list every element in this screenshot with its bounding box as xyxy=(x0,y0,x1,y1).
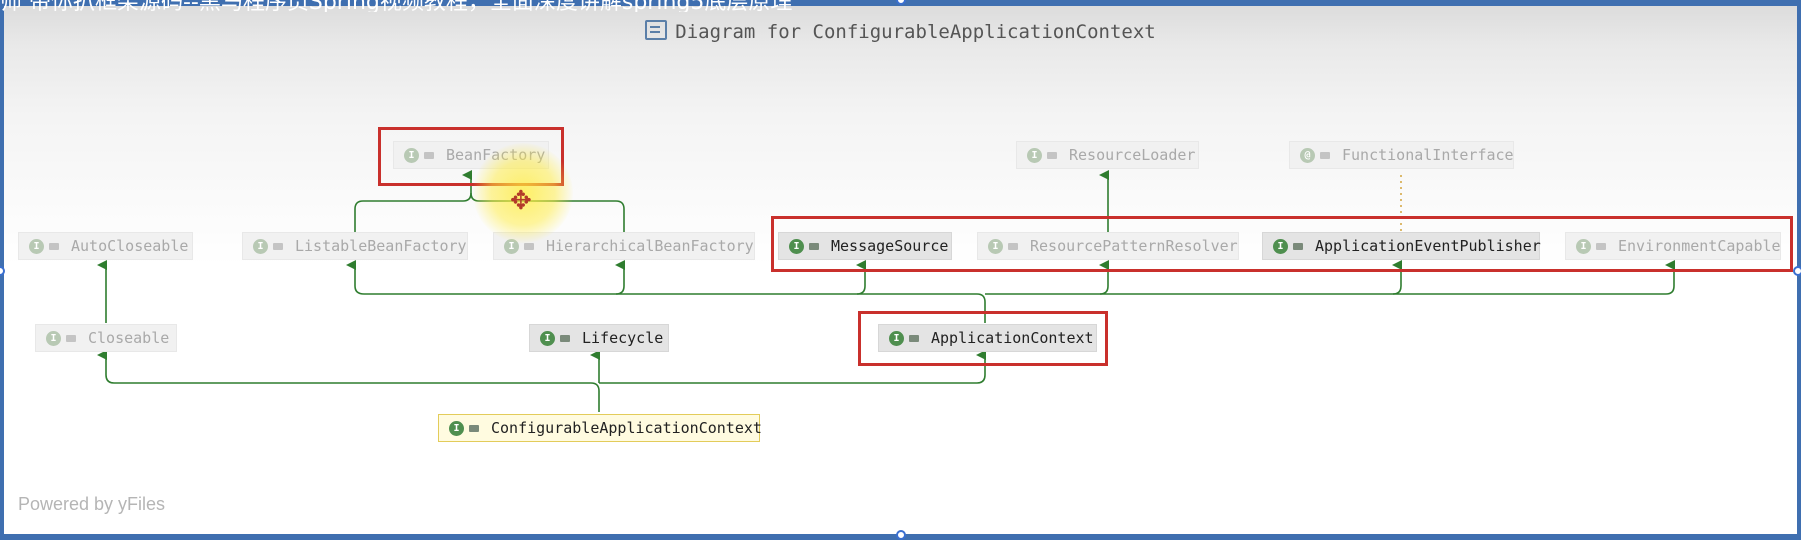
edge-configurable-to-appcontext xyxy=(599,350,986,384)
diagram-title-text: Diagram for ConfigurableApplicationConte… xyxy=(675,21,1156,43)
node-resource-loader[interactable]: I ResourceLoader xyxy=(1016,141,1199,169)
node-auto-closeable[interactable]: I AutoCloseable xyxy=(18,232,193,260)
resize-handle-left[interactable] xyxy=(0,266,5,276)
access-icon xyxy=(909,334,919,342)
resize-handle-top[interactable] xyxy=(896,0,906,5)
highlight-box-beanfactory xyxy=(378,127,564,186)
node-label: Closeable xyxy=(88,329,170,347)
node-label: ResourceLoader xyxy=(1069,146,1196,164)
access-icon xyxy=(273,242,283,250)
node-configurable-application-context[interactable]: I ConfigurableApplicationContext xyxy=(438,414,762,442)
node-listable-bean-factory[interactable]: I ListableBeanFactory xyxy=(242,232,468,260)
diagram-title: Diagram for ConfigurableApplicationConte… xyxy=(4,20,1797,43)
edge-appcontext-to-messagesource xyxy=(856,260,866,295)
annotation-icon: @ xyxy=(1300,147,1315,163)
node-application-event-publisher[interactable]: I ApplicationEventPublisher xyxy=(1262,232,1541,260)
node-label: ResourcePatternResolver xyxy=(1030,237,1238,255)
footer-powered-by: Powered by yFiles xyxy=(18,494,166,514)
interface-icon: I xyxy=(988,238,1003,254)
interface-icon: I xyxy=(1027,147,1042,163)
node-lifecycle[interactable]: I Lifecycle xyxy=(529,324,669,352)
node-label: FunctionalInterface xyxy=(1342,146,1514,164)
node-label: Lifecycle xyxy=(582,329,664,347)
cursor-highlight xyxy=(473,143,573,243)
node-environment-capable[interactable]: I EnvironmentCapable xyxy=(1565,232,1781,260)
node-functional-interface[interactable]: @ FunctionalInterface xyxy=(1289,141,1514,169)
access-icon xyxy=(1596,242,1606,250)
highlight-box-parent-interfaces xyxy=(771,216,1793,272)
video-banner-text: 师 带你扒框架源码--黑马程序员Spring视频教程，全面深度讲解spring5… xyxy=(0,0,1000,12)
interface-icon: I xyxy=(1273,238,1288,254)
node-label: ListableBeanFactory xyxy=(295,237,467,255)
node-label: ConfigurableApplicationContext xyxy=(491,419,762,437)
edge-appcontext-to-hierarchical xyxy=(615,260,625,295)
edge-appcontext-to-environment xyxy=(1393,260,1675,295)
move-cursor-icon: ✥ xyxy=(510,186,532,216)
node-label: ApplicationEventPublisher xyxy=(1315,237,1541,255)
diagram-icon xyxy=(645,20,668,40)
access-icon xyxy=(809,242,819,250)
interface-icon: I xyxy=(449,420,464,436)
node-message-source[interactable]: I MessageSource xyxy=(778,232,952,260)
interface-icon: I xyxy=(46,330,61,346)
access-icon xyxy=(524,242,534,250)
node-label: HierarchicalBeanFactory xyxy=(546,237,754,255)
access-icon xyxy=(1320,151,1330,159)
interface-icon: I xyxy=(253,238,268,254)
access-icon xyxy=(469,424,479,432)
interface-icon: I xyxy=(1576,238,1591,254)
node-label: EnvironmentCapable xyxy=(1618,237,1781,255)
node-closeable[interactable]: I Closeable xyxy=(35,324,177,352)
interface-icon: I xyxy=(889,330,904,346)
interface-icon: I xyxy=(404,147,419,163)
edge-appcontext-trunk xyxy=(346,260,986,323)
access-icon xyxy=(1293,242,1303,250)
resize-handle-bottom[interactable] xyxy=(896,530,906,540)
resize-handle-right[interactable] xyxy=(1793,266,1801,276)
highlight-box-applicationcontext xyxy=(858,311,1108,366)
node-label: MessageSource xyxy=(831,237,949,255)
access-icon xyxy=(49,242,59,250)
access-icon xyxy=(560,334,570,342)
interface-icon: I xyxy=(540,330,555,346)
access-icon xyxy=(1008,242,1018,250)
edge-hierarchical-to-beanfactory xyxy=(470,192,625,233)
interface-icon: I xyxy=(789,238,804,254)
access-icon xyxy=(1047,151,1057,159)
access-icon xyxy=(66,334,76,342)
node-label: ApplicationContext xyxy=(931,329,1094,347)
access-icon xyxy=(424,151,434,159)
edge-configurable-trunk xyxy=(97,350,600,412)
node-resource-pattern-resolver[interactable]: I ResourcePatternResolver xyxy=(977,232,1239,260)
node-application-context[interactable]: I ApplicationContext xyxy=(878,324,1097,352)
node-label: AutoCloseable xyxy=(71,237,189,255)
interface-icon: I xyxy=(29,238,44,254)
edge-listable-to-beanfactory xyxy=(354,170,472,233)
